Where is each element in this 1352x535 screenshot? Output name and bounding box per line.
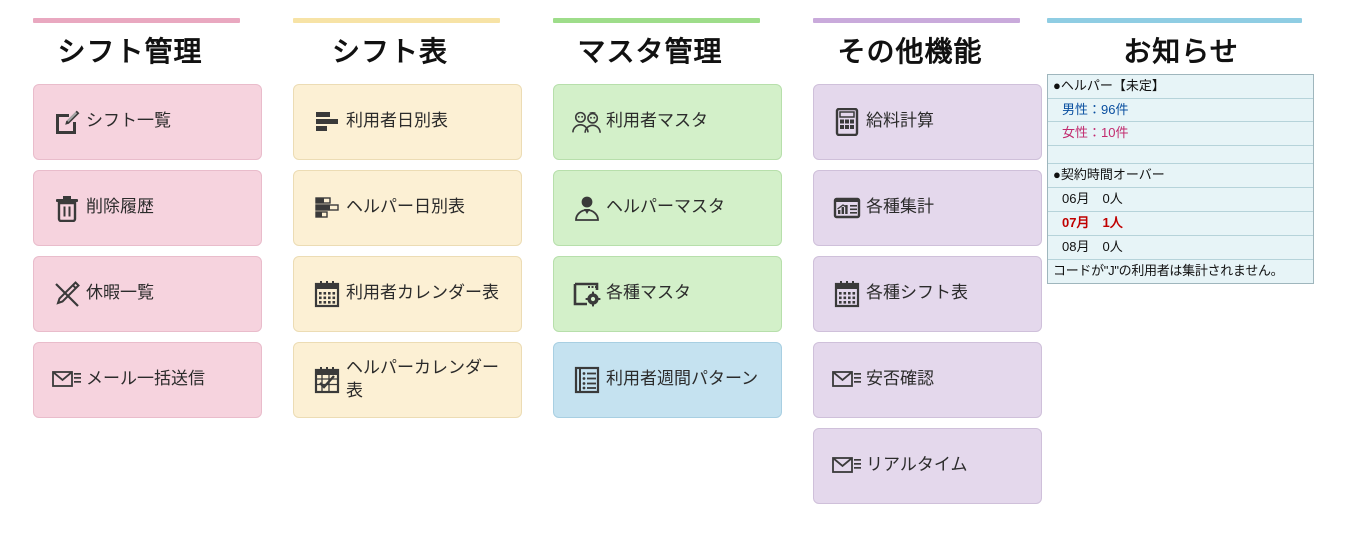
notice-footnote: コードが"J"の利用者は集計されません。 <box>1053 262 1284 278</box>
column-title: その他機能 <box>837 36 983 67</box>
menu-card-label: ヘルパー日別表 <box>346 197 465 217</box>
menu-card-label: ヘルパーマスタ <box>606 197 725 217</box>
menu-card-various-totals[interactable]: 各種集計 <box>813 169 1042 246</box>
column-shift-kanri: シフト管理 シフト一覧 <box>0 0 262 418</box>
calendar-grid-icon <box>832 279 862 309</box>
menu-card-label: 給料計算 <box>866 111 934 131</box>
menu-card-various-master[interactable]: 各種マスタ <box>553 255 782 332</box>
menu-card-various-shift-tables[interactable]: 各種シフト表 <box>813 255 1042 332</box>
notice-row: ●契約時間オーバー <box>1048 164 1313 189</box>
notice-row: 08月 0人 <box>1048 236 1313 260</box>
menu-card-label: 各種マスタ <box>606 283 691 303</box>
pencil-strike-icon <box>52 279 82 309</box>
menu-card-label: 利用者週間パターン <box>606 369 759 389</box>
notice-row: 07月 1人 <box>1048 212 1313 236</box>
menu-card-label: 休暇一覧 <box>86 283 154 303</box>
menu-card-user-master[interactable]: 利用者マスタ <box>553 83 782 160</box>
column-title: シフト管理 <box>57 36 203 67</box>
trash-icon <box>52 193 82 223</box>
menu-card-label: 削除履歴 <box>86 197 154 217</box>
accent-bar-other-features <box>813 18 1020 23</box>
calendar-grid-icon <box>312 279 342 309</box>
card-list: 利用者日別表 ヘルパー日別表 <box>260 83 522 418</box>
accent-bar-notice <box>1047 18 1302 23</box>
menu-card-shift-list[interactable]: シフト一覧 <box>33 83 262 160</box>
column-notice: お知らせ ●ヘルパー【未定】 男性：96件 女性：10件 ●契約時間オーバー 0… <box>1040 0 1322 284</box>
column-shift-hyou: シフト表 利用者日別表 <box>260 0 522 418</box>
menu-card-user-calendar-table[interactable]: 利用者カレンダー表 <box>293 255 522 332</box>
menu-card-label: 各種シフト表 <box>866 283 968 303</box>
notice-title: お知らせ <box>1123 36 1239 67</box>
menu-card-realtime[interactable]: リアルタイム <box>813 427 1042 504</box>
menu-card-user-weekly-pattern[interactable]: 利用者週間パターン <box>553 341 782 418</box>
mail-bulk-icon <box>832 451 862 481</box>
column-master-kanri: マスタ管理 利用者マスタ <box>520 0 782 418</box>
menu-card-label: 利用者日別表 <box>346 111 448 131</box>
bar-chart-solid-icon <box>312 107 342 137</box>
menu-card-bulk-mail[interactable]: メール一括送信 <box>33 341 262 418</box>
notice-row: 女性：10件 <box>1048 122 1313 147</box>
menu-card-helper-master[interactable]: ヘルパーマスタ <box>553 169 782 246</box>
column-other-features: その他機能 給料計算 <box>780 0 1042 504</box>
menu-card-label: メール一括送信 <box>86 369 205 389</box>
report-chart-icon <box>832 193 862 223</box>
notice-row: 男性：96件 <box>1048 99 1313 123</box>
bar-chart-outline-icon <box>312 193 342 223</box>
list-document-icon <box>572 365 602 395</box>
card-list: 給料計算 <box>780 83 1042 504</box>
mail-bulk-icon <box>832 365 862 395</box>
two-people-icon <box>572 107 602 137</box>
card-list: シフト一覧 削除履歴 <box>0 83 262 418</box>
person-icon <box>572 193 602 223</box>
accent-bar-shift-hyou <box>293 18 500 23</box>
notice-row: ●ヘルパー【未定】 <box>1048 75 1313 99</box>
window-gear-icon <box>572 279 602 309</box>
menu-card-user-daily-table[interactable]: 利用者日別表 <box>293 83 522 160</box>
card-list: 利用者マスタ ヘルパーマスタ <box>520 83 782 418</box>
menu-card-label: 各種集計 <box>866 197 934 217</box>
menu-card-label: 利用者カレンダー表 <box>346 283 499 303</box>
menu-card-label: リアルタイム <box>866 455 968 475</box>
notice-row: 06月 0人 <box>1048 188 1313 213</box>
calculator-icon <box>832 107 862 137</box>
accent-bar-shift-kanri <box>33 18 240 23</box>
accent-bar-master-kanri <box>553 18 760 23</box>
menu-card-helper-calendar-table[interactable]: ヘルパーカレンダー表 <box>293 341 522 418</box>
menu-card-label: 安否確認 <box>866 369 934 389</box>
menu-card-label: シフト一覧 <box>86 111 171 131</box>
column-title: マスタ管理 <box>577 36 723 67</box>
notice-row-spacer <box>1048 146 1313 165</box>
menu-card-label: 利用者マスタ <box>606 111 708 131</box>
menu-card-delete-history[interactable]: 削除履歴 <box>33 169 262 246</box>
pencil-square-icon <box>52 107 82 137</box>
calendar-check-icon <box>312 365 342 395</box>
mail-bulk-icon <box>52 365 82 395</box>
menu-card-helper-daily-table[interactable]: ヘルパー日別表 <box>293 169 522 246</box>
column-title: シフト表 <box>331 36 448 67</box>
menu-card-salary-calc[interactable]: 給料計算 <box>813 83 1042 160</box>
notice-panel: ●ヘルパー【未定】 男性：96件 女性：10件 ●契約時間オーバー 06月 0人… <box>1047 73 1314 284</box>
menu-card-holiday-list[interactable]: 休暇一覧 <box>33 255 262 332</box>
menu-card-safety-check[interactable]: 安否確認 <box>813 341 1042 418</box>
menu-card-label: ヘルパーカレンダー表 <box>346 357 499 400</box>
